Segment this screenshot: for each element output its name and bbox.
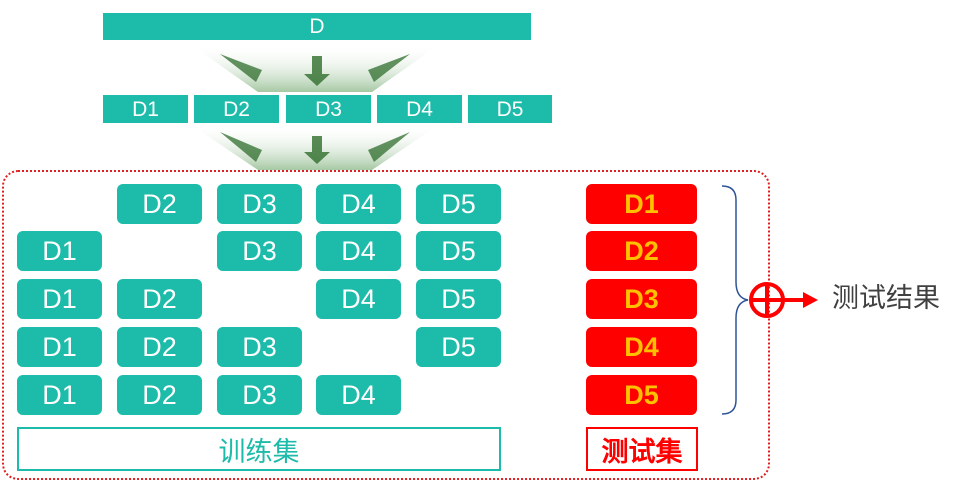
test-tile: D3 <box>586 279 697 319</box>
train-tile: D3 <box>217 231 302 271</box>
train-set-label: 训练集 <box>17 427 501 471</box>
test-result-label: 测试结果 <box>832 283 940 313</box>
test-tile: D1 <box>586 184 697 224</box>
fold-bar: D4 <box>377 95 462 123</box>
right-arrow-icon <box>783 292 818 308</box>
train-tile: D5 <box>416 184 501 224</box>
fold-bar: D3 <box>286 95 371 123</box>
train-tile: D1 <box>17 231 102 271</box>
train-tile: D3 <box>217 375 302 415</box>
fold-bar: D5 <box>468 95 552 123</box>
circled-plus-icon <box>749 282 785 318</box>
train-tile: D2 <box>117 184 202 224</box>
cross-validation-frame <box>2 170 770 480</box>
train-tile: D5 <box>416 279 501 319</box>
train-tile: D4 <box>316 279 401 319</box>
train-tile: D3 <box>217 184 302 224</box>
train-tile: D1 <box>17 327 102 367</box>
train-tile: D4 <box>316 184 401 224</box>
split-arrows-bottom <box>190 124 440 170</box>
fold-bar: D2 <box>194 95 279 123</box>
train-tile: D2 <box>117 327 202 367</box>
train-tile: D5 <box>416 327 501 367</box>
train-tile: D4 <box>316 375 401 415</box>
test-tile: D4 <box>586 327 697 367</box>
fold-bar: D1 <box>103 95 188 123</box>
dataset-bar: D <box>103 13 531 40</box>
train-tile: D4 <box>316 231 401 271</box>
train-tile: D5 <box>416 231 501 271</box>
test-set-label: 测试集 <box>586 427 698 471</box>
train-tile: D2 <box>117 375 202 415</box>
train-tile: D3 <box>217 327 302 367</box>
test-tile: D5 <box>586 375 697 415</box>
dataset-label: D <box>309 15 325 38</box>
test-tile: D2 <box>586 231 697 271</box>
brace-icon <box>721 185 749 415</box>
train-tile: D1 <box>17 279 102 319</box>
split-arrows-top <box>190 44 440 92</box>
train-tile: D1 <box>17 375 102 415</box>
train-tile: D2 <box>117 279 202 319</box>
